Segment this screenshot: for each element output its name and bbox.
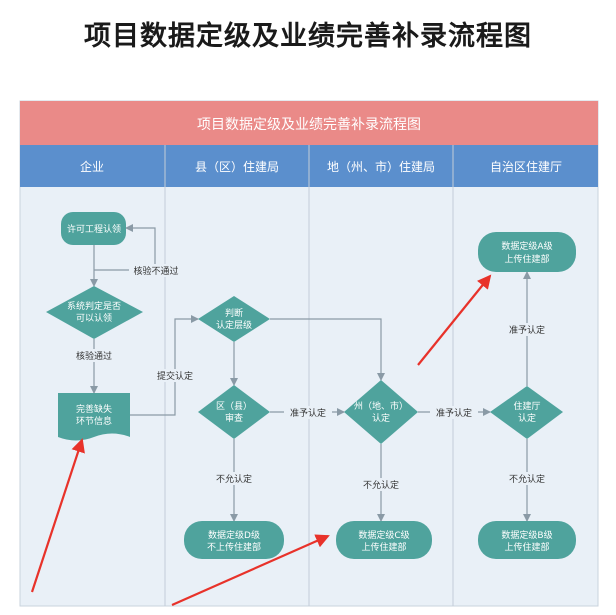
node-complete-info-line2: 环节信息 <box>76 415 112 427</box>
node-complete-info-line1: 完善缺失 <box>76 403 112 415</box>
edge-label-approve-dept: 准予认定 <box>509 324 545 336</box>
lane-header-city: 地（州、市）住建局 <box>327 159 435 174</box>
node-level-a-line1: 数据定级A级 <box>501 240 552 252</box>
edge-label-bg <box>70 349 118 362</box>
edge-label-approve-county: 准予认定 <box>290 407 326 419</box>
node-level-c-line2: 上传住建部 <box>361 541 406 553</box>
node-level-c <box>336 521 432 559</box>
node-level-b-line1: 数据定级B级 <box>501 529 552 541</box>
edge-label-bg <box>503 472 551 485</box>
edge-label-bg <box>284 406 332 419</box>
diagram-banner-title: 项目数据定级及业绩完善补录流程图 <box>197 117 421 133</box>
node-level-d <box>184 521 284 559</box>
edge-label-bg <box>151 369 199 382</box>
node-level-c-line1: 数据定级C级 <box>358 529 409 541</box>
node-level-a-line2: 上传住建部 <box>504 253 549 265</box>
node-level-b <box>478 521 576 559</box>
node-complete-info <box>58 393 130 441</box>
node-city-approve-line2: 认定 <box>372 412 390 424</box>
node-system-judge-line2: 可以认领 <box>76 312 112 324</box>
node-county-review <box>198 385 270 439</box>
node-county-review-line1: 区（县） <box>216 401 252 412</box>
node-license-label: 许可工程认领 <box>67 223 121 235</box>
edge-label-reject-county: 不允认定 <box>216 473 252 485</box>
node-dept-approve-line1: 住建厅 <box>513 400 540 412</box>
edge-verify-fail <box>94 224 156 271</box>
annotation-arrow-city <box>171 534 330 607</box>
lane-header-county: 县（区）住建局 <box>195 160 279 174</box>
edge-judge-to-city <box>270 318 385 381</box>
node-judge-level-line1: 判断 <box>225 307 243 319</box>
lane-header-region: 自治区住建厅 <box>490 160 562 174</box>
node-judge-level-line2: 认定层级 <box>216 319 252 331</box>
node-city-approve <box>344 380 418 444</box>
edge-label-reject-dept: 不允认定 <box>509 473 545 485</box>
annotation-arrow-region <box>417 274 492 366</box>
node-license-claim <box>61 212 126 245</box>
edge-submit <box>130 315 199 416</box>
annotation-arrow-enterprise <box>30 438 85 593</box>
node-county-review-line2: 审查 <box>225 412 243 424</box>
node-system-judge <box>46 286 143 339</box>
edge-label-reject-city: 不允认定 <box>363 479 399 491</box>
lane-header-enterprise: 企业 <box>80 159 104 174</box>
node-dept-approve-line2: 认定 <box>518 412 536 424</box>
edge-label-verify-fail: 核验不通过 <box>133 265 178 277</box>
edge-label-bg <box>430 406 478 419</box>
node-judge-level <box>198 296 270 342</box>
node-level-d-line2: 不上传住建部 <box>207 541 261 553</box>
edge-label-bg <box>357 478 405 491</box>
edge-label-bg <box>503 323 551 336</box>
node-city-approve-line1: 州（地、市） <box>354 400 408 412</box>
node-level-d-line1: 数据定级D级 <box>208 529 260 541</box>
node-dept-approve <box>490 386 563 439</box>
page-title: 项目数据定级及业绩完善补录流程图 <box>84 21 532 52</box>
node-level-b-line2: 上传住建部 <box>504 541 549 553</box>
node-system-judge-line1: 系统判定是否 <box>67 300 121 312</box>
diagram-banner <box>20 101 598 145</box>
node-level-a <box>478 232 576 272</box>
edge-label-submit: 提交认定 <box>157 370 193 382</box>
edge-label-approve-city: 准予认定 <box>436 407 472 419</box>
edge-label-verify-pass: 核验通过 <box>76 350 112 362</box>
edge-label-bg <box>210 472 258 485</box>
edge-label-bg <box>129 264 183 277</box>
